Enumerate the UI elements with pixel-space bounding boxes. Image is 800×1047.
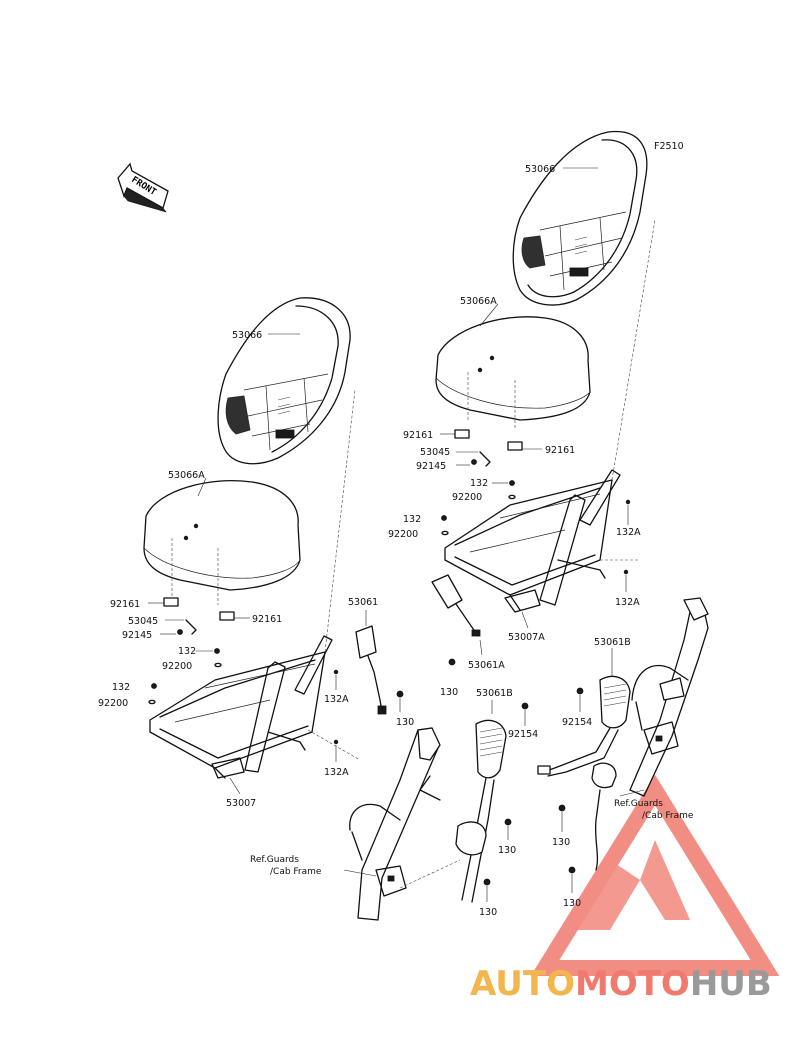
r-53045-label: 53045 xyxy=(420,447,450,458)
b-92154-label: 92154 xyxy=(508,729,538,740)
l-92145-label: 92145 xyxy=(122,630,152,641)
l-132-a-label: 132 xyxy=(178,646,196,657)
r-bracket-right xyxy=(507,441,523,451)
c-ref-line1: Ref.Guards xyxy=(614,799,663,809)
c-130-b-label: 130 xyxy=(563,898,581,909)
right-seat-cushion xyxy=(435,316,591,430)
b-ref-line2: /Cab Frame xyxy=(270,867,322,877)
c-92154-label: 92154 xyxy=(562,717,592,728)
l-132-b-label: 132 xyxy=(112,682,130,693)
r-132A-upper-label: 132A xyxy=(616,527,641,538)
l-132A-upper-label: 132A xyxy=(324,694,349,705)
brand-part2: MOTO xyxy=(575,964,690,1004)
left-retractor xyxy=(419,719,507,903)
left-seat-cushion xyxy=(143,479,301,605)
b-53061-label: 53061 xyxy=(348,597,378,608)
l-92161-left-label: 92161 xyxy=(110,599,140,610)
l-92200-b-label: 92200 xyxy=(98,698,128,709)
left-buckle xyxy=(355,625,387,715)
r-clip xyxy=(479,451,491,467)
r-92145-label: 92145 xyxy=(416,461,446,472)
b-53061B-label: 53061B xyxy=(476,688,513,699)
b-130-a-label: 130 xyxy=(396,717,414,728)
svg-text:AUTOMOTOHUB: AUTOMOTOHUB xyxy=(470,964,772,1004)
l-92161-right-label: 92161 xyxy=(252,614,282,625)
c-130-a-label: 130 xyxy=(552,837,570,848)
r-53066-label: 53066 xyxy=(525,164,555,175)
r-53066A-label: 53066A xyxy=(460,296,497,307)
r-132A-lower-label: 132A xyxy=(615,597,640,608)
r-92200-a-label: 92200 xyxy=(452,492,482,503)
c-ref-line2: /Cab Frame xyxy=(642,811,694,821)
right-seat-back xyxy=(512,130,648,306)
b-ref-line1: Ref.Guards xyxy=(250,855,299,865)
right-guard-frame xyxy=(629,597,709,797)
right-buckle xyxy=(431,574,481,637)
r-92161-right-label: 92161 xyxy=(545,445,575,456)
left-seat-frame xyxy=(149,635,333,779)
figure-code: F2510 xyxy=(654,141,684,152)
r-130-label: 130 xyxy=(440,687,458,698)
b-130-c-label: 130 xyxy=(479,907,497,918)
r-132-b-label: 132 xyxy=(403,514,421,525)
c-53061B-label: 53061B xyxy=(594,637,631,648)
r-92161-left-label: 92161 xyxy=(403,430,433,441)
l-53007-label: 53007 xyxy=(226,798,256,809)
watermark-logo: AUTOMOTOHUB xyxy=(470,774,780,1004)
l-bracket-right xyxy=(219,611,235,621)
l-53045-label: 53045 xyxy=(128,616,158,627)
l-53066-label: 53066 xyxy=(232,330,262,341)
brand-part1: AUTO xyxy=(470,964,575,1004)
r-bracket-left xyxy=(454,429,470,439)
l-92200-a-label: 92200 xyxy=(162,661,192,672)
left-seat-back xyxy=(217,297,351,465)
right-retractor xyxy=(537,675,631,871)
r-132-a-label: 132 xyxy=(470,478,488,489)
l-53066A-label: 53066A xyxy=(168,470,205,481)
l-132A-lower-label: 132A xyxy=(324,767,349,778)
r-92200-b-label: 92200 xyxy=(388,529,418,540)
brand-part3: HUB xyxy=(690,964,772,1004)
l-bracket-left xyxy=(163,597,179,607)
front-arrow-icon: FRONT xyxy=(117,162,169,213)
b-130-b-label: 130 xyxy=(498,845,516,856)
left-guard-frame xyxy=(349,727,441,921)
watermark-triangle-icon xyxy=(530,774,780,976)
r-53061A-label: 53061A xyxy=(468,660,505,671)
r-53007A-label: 53007A xyxy=(508,632,545,643)
